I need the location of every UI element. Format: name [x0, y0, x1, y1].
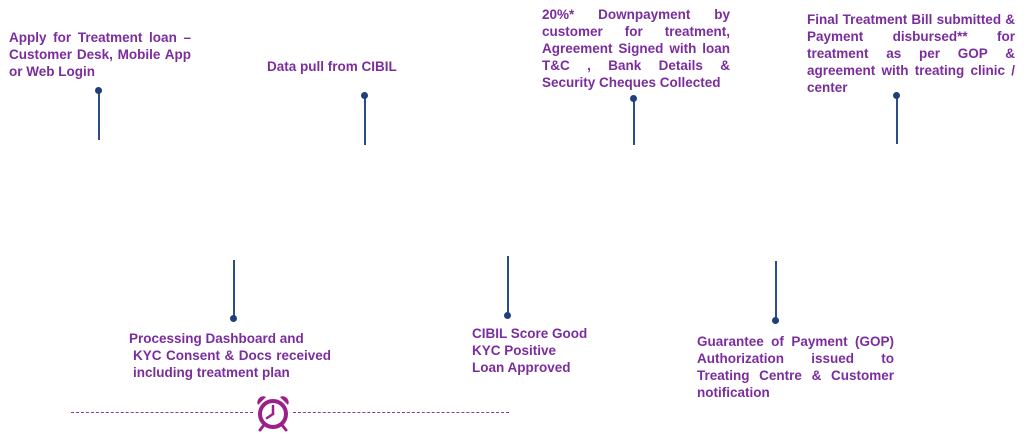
timeline-dashed-line-left	[71, 412, 253, 413]
timeline-dashed-line-right	[293, 412, 509, 413]
step-gop-authorization: Guarantee of Payment (GOP) Authorization…	[697, 334, 894, 400]
step-approved-line-1: CIBIL Score Good	[472, 326, 588, 341]
step-approval-dot	[504, 312, 511, 319]
step-final-bill: Final Treatment Bill submitted & Payment…	[807, 12, 1015, 95]
step-processing-dot	[230, 315, 237, 322]
step-approval-connector	[507, 256, 509, 316]
step-cibil-pull-dot	[361, 92, 368, 99]
step-gop-dot	[772, 317, 779, 324]
step-loan-approved: CIBIL Score Good KYC Positive Loan Appro…	[472, 325, 612, 376]
step-final-bill-dot	[893, 92, 900, 99]
step-processing-connector	[233, 260, 235, 319]
step-apply-for-loan: Apply for Treatment loan – Customer Desk…	[9, 30, 191, 79]
step-gop-connector	[775, 261, 777, 321]
step-apply-dot	[95, 87, 102, 94]
step-downpayment-dot	[630, 95, 637, 102]
step-processing-dashboard: Processing Dashboard and KYC Consent & D…	[129, 330, 331, 381]
step-final-bill-connector	[896, 97, 898, 144]
step-approved-line-2: KYC Positive	[472, 343, 557, 358]
step-processing-line-2: KYC Consent & Docs received including tr…	[133, 348, 331, 380]
step-downpayment-connector	[633, 100, 635, 145]
step-approved-line-3: Loan Approved	[472, 360, 571, 375]
step-processing-line-1: Processing Dashboard and	[129, 331, 304, 346]
step-cibil-data-pull: Data pull from CIBIL	[267, 59, 397, 74]
step-apply-connector	[98, 92, 100, 140]
alarm-clock-icon	[253, 393, 293, 433]
step-cibil-pull-connector	[364, 97, 366, 145]
step-downpayment: 20%* Downpayment by customer for treatme…	[542, 7, 730, 90]
